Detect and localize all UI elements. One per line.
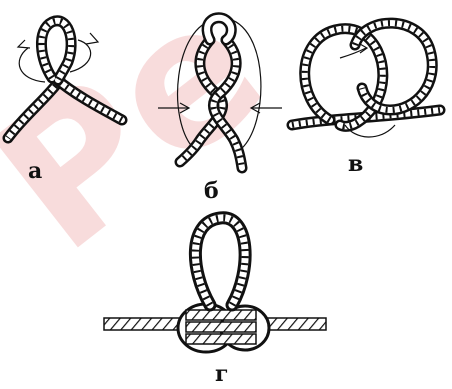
- figure-b-rope: [158, 18, 282, 168]
- figure-v-rope: [292, 23, 440, 137]
- figure-label-a: а: [28, 160, 42, 182]
- figure-g-rope: [104, 218, 326, 352]
- figure-a-rope: [8, 21, 122, 138]
- figure-label-b: б: [204, 180, 219, 202]
- figure-label-g: г: [215, 363, 228, 385]
- figure-label-v: в: [348, 153, 363, 175]
